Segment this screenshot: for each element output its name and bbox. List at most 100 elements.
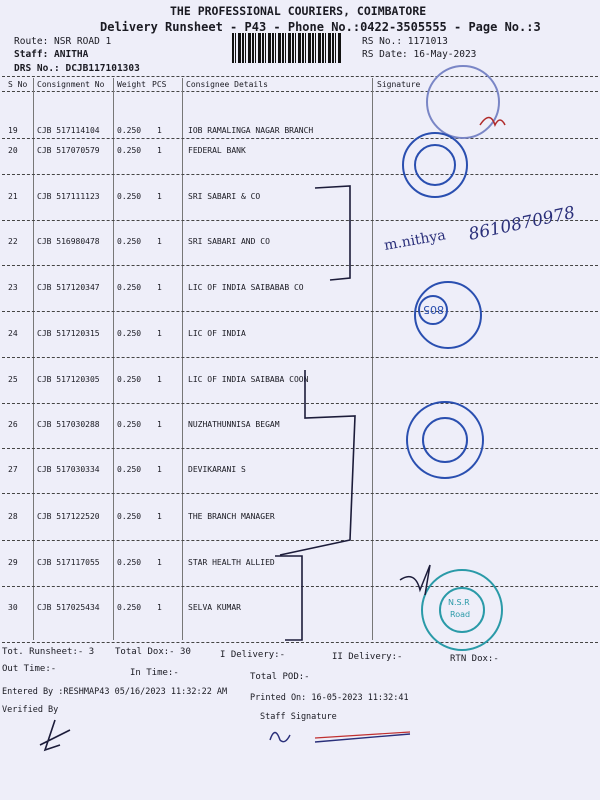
cell-consignee: DEVIKARANI S: [188, 465, 246, 474]
route: Route: NSR ROAD 1: [14, 36, 112, 47]
cell-cn: CJB 517025434: [37, 603, 100, 612]
cell-pcs: 1: [157, 146, 162, 155]
cell-pcs: 1: [157, 237, 162, 246]
cell-weight: 0.250: [117, 329, 142, 338]
row-divider: [2, 174, 598, 175]
row-divider: [2, 540, 598, 541]
cell-cn: CJB 517111123: [37, 192, 100, 201]
row-divider: [2, 403, 598, 404]
total-dox: Total Dox:- 30: [115, 647, 191, 657]
col-weight: Weight: [117, 80, 146, 89]
row-divider: [2, 357, 598, 358]
row-divider: [2, 138, 598, 139]
column-line: [33, 78, 34, 640]
row-divider: [2, 220, 598, 221]
cell-cn: CJB 517117055: [37, 558, 100, 567]
bracket-marks: [275, 185, 356, 641]
col-pcs: PCS: [152, 80, 167, 89]
cell-consignee: SRI SABARI & CO: [188, 192, 261, 201]
cell-cn: CJB 517122520: [37, 512, 100, 521]
stamp-lic-805: 805: [423, 303, 444, 316]
column-line: [113, 78, 114, 640]
column-line: [372, 78, 373, 640]
entered-by: Entered By :RESHMAP43 05/16/2023 11:32:2…: [2, 687, 228, 697]
cell-cn: CJB 516980478: [37, 237, 100, 246]
stamp-federal-bank: [402, 65, 503, 651]
rtn-dox: RTN Dox:-: [450, 654, 499, 664]
cell-sno: 30: [8, 603, 18, 612]
cell-sno: 22: [8, 237, 18, 246]
cell-weight: 0.250: [117, 603, 142, 612]
handwritten-signature: m.nithya: [383, 227, 447, 254]
cell-sno: 29: [8, 558, 18, 567]
divider: [2, 91, 598, 92]
cell-weight: 0.250: [117, 283, 142, 292]
cell-pcs: 1: [157, 420, 162, 429]
cell-weight: 0.250: [117, 558, 142, 567]
cell-sno: 19: [8, 126, 18, 135]
column-line: [182, 78, 183, 640]
cell-cn: CJB 517030334: [37, 465, 100, 474]
cell-cn: CJB 517120305: [37, 375, 100, 384]
row-divider: [2, 586, 598, 587]
row-divider: [2, 448, 598, 449]
handwritten-phone: 8610870978: [467, 203, 577, 245]
staff-signature-label: Staff Signature: [260, 712, 337, 722]
cell-consignee: LIC OF INDIA SAIBABA COON: [188, 375, 309, 384]
col-signature: Signature: [377, 80, 421, 89]
cell-sno: 21: [8, 192, 18, 201]
rs-number: RS No.: 1171013: [362, 36, 448, 47]
cell-cn: CJB 517070579: [37, 146, 100, 155]
col-sno: S No: [8, 80, 28, 89]
i-delivery: I Delivery:-: [220, 650, 286, 660]
cell-sno: 26: [8, 420, 18, 429]
cell-pcs: 1: [157, 283, 162, 292]
cell-weight: 0.250: [117, 192, 142, 201]
cell-sno: 20: [8, 146, 18, 155]
cell-pcs: 1: [157, 603, 162, 612]
barcode: [232, 33, 342, 63]
cell-consignee: SELVA KUMAR: [188, 603, 241, 612]
printed-on: Printed On: 16-05-2023 11:32:41: [250, 693, 409, 703]
cell-sno: 27: [8, 465, 18, 474]
cell-sno: 24: [8, 329, 18, 338]
ii-delivery: II Delivery:-: [332, 652, 403, 662]
staff: Staff: ANITHA: [14, 49, 89, 60]
cell-pcs: 1: [157, 512, 162, 521]
cell-sno: 25: [8, 375, 18, 384]
rs-date: RS Date: 16-May-2023: [362, 49, 477, 60]
row-divider: [2, 493, 598, 494]
svg-text:Road: Road: [450, 610, 470, 619]
cell-pcs: 1: [157, 558, 162, 567]
cell-pcs: 1: [157, 329, 162, 338]
cell-weight: 0.250: [117, 126, 142, 135]
staff-signature: [269, 731, 411, 743]
cell-consignee: LIC OF INDIA SAIBABAB CO: [188, 283, 304, 292]
cell-consignee: STAR HEALTH ALLIED: [188, 558, 275, 567]
cell-pcs: 1: [157, 192, 162, 201]
cell-pcs: 1: [157, 126, 162, 135]
cell-weight: 0.250: [117, 375, 142, 384]
col-consignee: Consignee Details: [186, 80, 268, 89]
total-pod: Total POD:-: [250, 672, 310, 682]
cell-consignee: THE BRANCH MANAGER: [188, 512, 275, 521]
divider: [2, 642, 598, 643]
row-divider: [2, 311, 598, 312]
row-divider: [2, 265, 598, 266]
cell-weight: 0.250: [117, 420, 142, 429]
out-time: Out Time:-: [2, 664, 57, 674]
cell-cn: CJB 517114104: [37, 126, 100, 135]
cell-consignee: IOB RAMALINGA NAGAR BRANCH: [188, 126, 314, 135]
cell-consignee: SRI SABARI AND CO: [188, 237, 270, 246]
cell-cn: CJB 517120315: [37, 329, 100, 338]
cell-weight: 0.250: [117, 465, 142, 474]
drs-number: DRS No.: DCJB117101303: [14, 63, 140, 74]
cell-sno: 28: [8, 512, 18, 521]
cell-pcs: 1: [157, 465, 162, 474]
verified-by: Verified By: [2, 705, 59, 715]
col-consignment: Consignment No: [37, 80, 105, 89]
cell-consignee: LIC OF INDIA: [188, 329, 246, 338]
runsheet-subtitle: Delivery Runsheet - P43 - Phone No.:0422…: [100, 20, 541, 34]
